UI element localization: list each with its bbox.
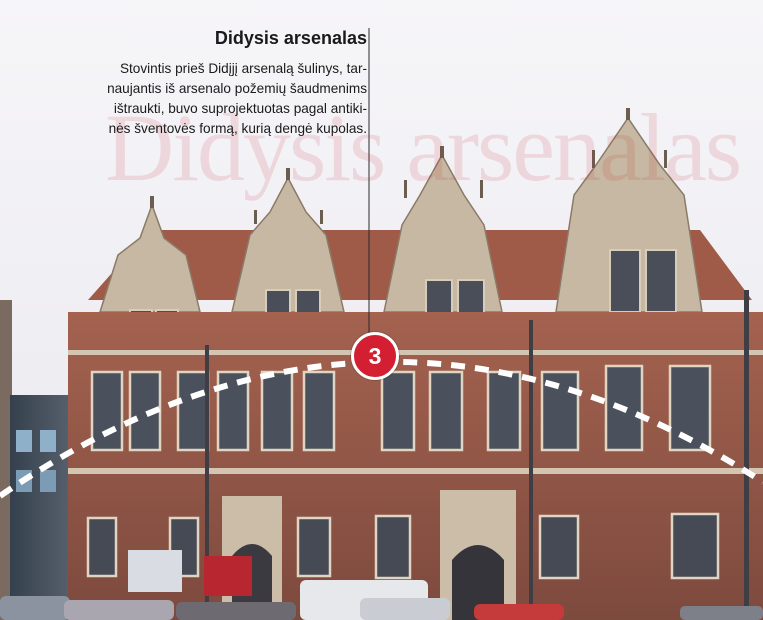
gable-finials [150,108,667,224]
caption-title: Didysis arsenalas [214,28,367,48]
cornice [68,350,763,355]
caption-line: nės šventovės formą, kurią dengė kupolas… [108,121,367,136]
left-building-top [0,300,12,620]
left-building-window [40,470,56,492]
left-building-window [40,430,56,452]
left-building-window [16,430,32,452]
caption-line: ištraukti, buvo suprojektuotas pagal ant… [113,101,367,116]
string-course [68,468,763,474]
gable [231,176,345,313]
gable [98,202,201,313]
gable [383,153,503,313]
location-marker-3: 3 [351,332,399,380]
parked-cars [0,550,763,620]
caption-body: Stovintis prieš Didįjį arsenalą šulinys,… [7,59,367,139]
lamp-posts [205,290,749,620]
caption-line: Stovintis prieš Didįjį arsenalą šulinys,… [119,61,367,76]
upper-windows [90,364,712,452]
caption-line: naujantis iš arsenalo požemių šaudmenims [107,81,367,96]
left-building [10,395,70,620]
caption: Didysis arsenalas Stovintis prieš Didįjį… [7,26,367,139]
lower-windows [86,512,720,580]
